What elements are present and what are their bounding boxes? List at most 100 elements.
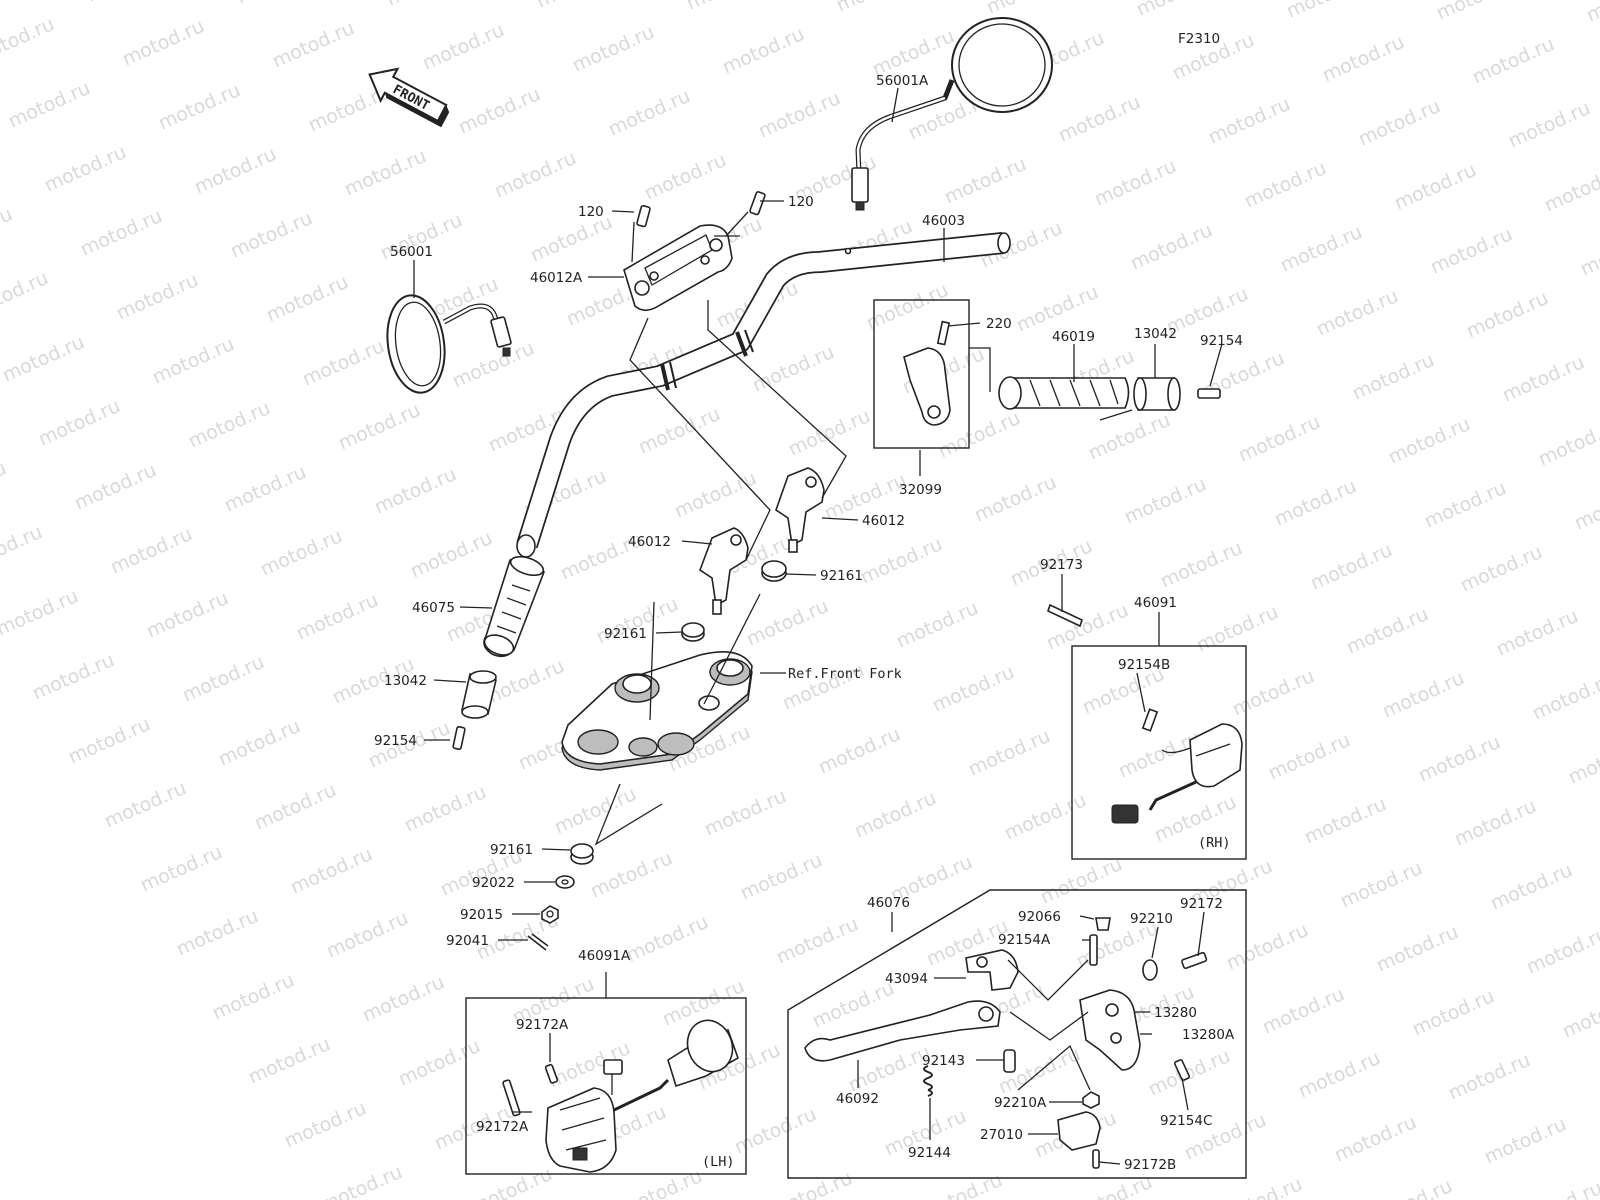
watermark-text: motod.ru	[1529, 669, 1600, 725]
nut-92210A	[1082, 1091, 1100, 1109]
watermark-text: motod.ru	[671, 467, 760, 523]
watermark-text: motod.ru	[65, 713, 154, 769]
leader-lines	[413, 87, 1223, 1165]
watermark-text: motod.ru	[293, 589, 382, 645]
watermark-text: motod.ru	[1223, 919, 1312, 975]
watermark-text: motod.ru	[965, 725, 1054, 781]
label-rh: (RH)	[1198, 835, 1231, 851]
watermark-text: motod.ru	[983, 0, 1072, 19]
watermark-text: motod.ru	[83, 0, 172, 7]
watermark-text: motod.ru	[929, 661, 1018, 717]
watermark-text: motod.ru	[215, 715, 304, 771]
watermark-text: motod.ru	[419, 19, 508, 75]
watermark-text: motod.ru	[0, 585, 82, 641]
label-92066: 92066	[1018, 909, 1061, 925]
watermark-text: motod.ru	[1541, 161, 1600, 217]
watermark-text: motod.ru	[0, 331, 88, 387]
watermark-text: motod.ru	[401, 781, 490, 837]
label-13280A: 13280A	[1182, 1027, 1235, 1043]
bolt-92154C	[1174, 1059, 1190, 1081]
cotter-pin-92041	[527, 933, 549, 951]
label-13042-left: 13042	[384, 673, 427, 689]
watermark-text: motod.ru	[281, 1097, 370, 1153]
watermark-text: motod.ru	[1565, 733, 1600, 789]
watermark-text: motod.ru	[371, 463, 460, 519]
part-92173	[1047, 603, 1083, 628]
bolt-120-right	[749, 191, 766, 216]
watermark-text: motod.ru	[1535, 415, 1600, 471]
watermark-text: motod.ru	[257, 525, 346, 581]
label-120-left: 120	[578, 204, 604, 220]
watermark-text: motod.ru	[1313, 285, 1402, 341]
label-46019: 46019	[1052, 329, 1095, 345]
label-92161-mid: 92161	[604, 626, 647, 642]
watermark-text: motod.ru	[1421, 477, 1510, 533]
watermark-text: motod.ru	[149, 333, 238, 389]
label-46091A: 46091A	[578, 948, 631, 964]
bar-end-13042-left	[461, 670, 497, 719]
watermark-text: motod.ru	[1469, 33, 1558, 89]
watermark-text: motod.ru	[755, 87, 844, 143]
label-ref-front-fork: Ref.Front Fork	[788, 666, 902, 682]
watermark-text: motod.ru	[1067, 1171, 1156, 1200]
label-92172B: 92172B	[1124, 1157, 1176, 1173]
label-32099: 32099	[899, 482, 942, 498]
watermark-text: motod.ru	[773, 913, 862, 969]
watermark-text: motod.ru	[0, 457, 10, 513]
watermark-text: motod.ru	[395, 1035, 484, 1091]
watermark-text: motod.ru	[731, 1103, 820, 1159]
bolt-120-left	[636, 204, 651, 228]
lever-assembly-box	[787, 889, 1247, 1179]
lever-holder-13280	[1079, 989, 1141, 1071]
watermark-text: motod.ru	[1487, 859, 1576, 915]
watermark-text: motod.ru	[1373, 921, 1462, 977]
watermark-text: motod.ru	[0, 13, 58, 69]
watermark-text: motod.ru	[209, 969, 298, 1025]
label-92172A-lower: 92172A	[476, 1119, 529, 1135]
watermark-text: motod.ru	[1391, 159, 1480, 215]
watermark-text: motod.ru	[137, 841, 226, 897]
watermark-text: motod.ru	[1217, 1173, 1306, 1200]
label-92154-left: 92154	[374, 733, 417, 749]
watermark-text: motod.ru	[1517, 1177, 1600, 1200]
watermark-text: motod.ru	[467, 1163, 556, 1200]
watermark-text: motod.ru	[1241, 157, 1330, 213]
label-92173: 92173	[1040, 557, 1083, 573]
label-120-right: 120	[788, 194, 814, 210]
part-labels: 56001A 120 120 46003 46012A 56001 220 46…	[374, 73, 1243, 1173]
label-27010: 27010	[980, 1127, 1023, 1143]
bar-end-13042-right	[1133, 377, 1181, 411]
label-92154A: 92154A	[998, 932, 1051, 948]
watermark-text: motod.ru	[0, 203, 16, 259]
label-92022: 92022	[472, 875, 515, 891]
watermark-text: motod.ru	[1481, 1113, 1570, 1169]
watermark-text: motod.ru	[113, 269, 202, 325]
pin-92143	[1003, 1049, 1016, 1073]
watermark-text: motod.ru	[701, 785, 790, 841]
watermark-text: motod.ru	[1343, 603, 1432, 659]
throttle-grip-32099	[903, 320, 951, 426]
watermark-text: motod.ru	[1499, 351, 1588, 407]
front-direction-arrow: FRONT	[368, 67, 450, 128]
diagram-code: F2310	[1178, 31, 1220, 47]
screw-92154-left	[452, 725, 466, 751]
watermark-text: motod.ru	[1157, 537, 1246, 593]
watermark-text: motod.ru	[29, 649, 118, 705]
watermark-text: motod.ru	[0, 521, 46, 577]
mirror-56001	[386, 294, 512, 394]
watermark-text: motod.ru	[1595, 1051, 1600, 1107]
watermark-text: motod.ru	[449, 337, 538, 393]
label-46003: 46003	[922, 213, 965, 229]
watermark-text: motod.ru	[407, 527, 496, 583]
watermark-text: motod.ru	[287, 843, 376, 899]
label-46076: 46076	[867, 895, 910, 911]
watermark-text: motod.ru	[719, 23, 808, 79]
watermark-text: motod.ru	[1331, 1111, 1420, 1167]
watermark-text: motod.ru	[143, 587, 232, 643]
watermark-text: motod.ru	[1127, 219, 1216, 275]
watermark-text: motod.ru	[1367, 1175, 1456, 1200]
watermark-text: motod.ru	[1571, 479, 1600, 535]
watermark-text: motod.ru	[1319, 31, 1408, 87]
label-46091: 46091	[1134, 595, 1177, 611]
